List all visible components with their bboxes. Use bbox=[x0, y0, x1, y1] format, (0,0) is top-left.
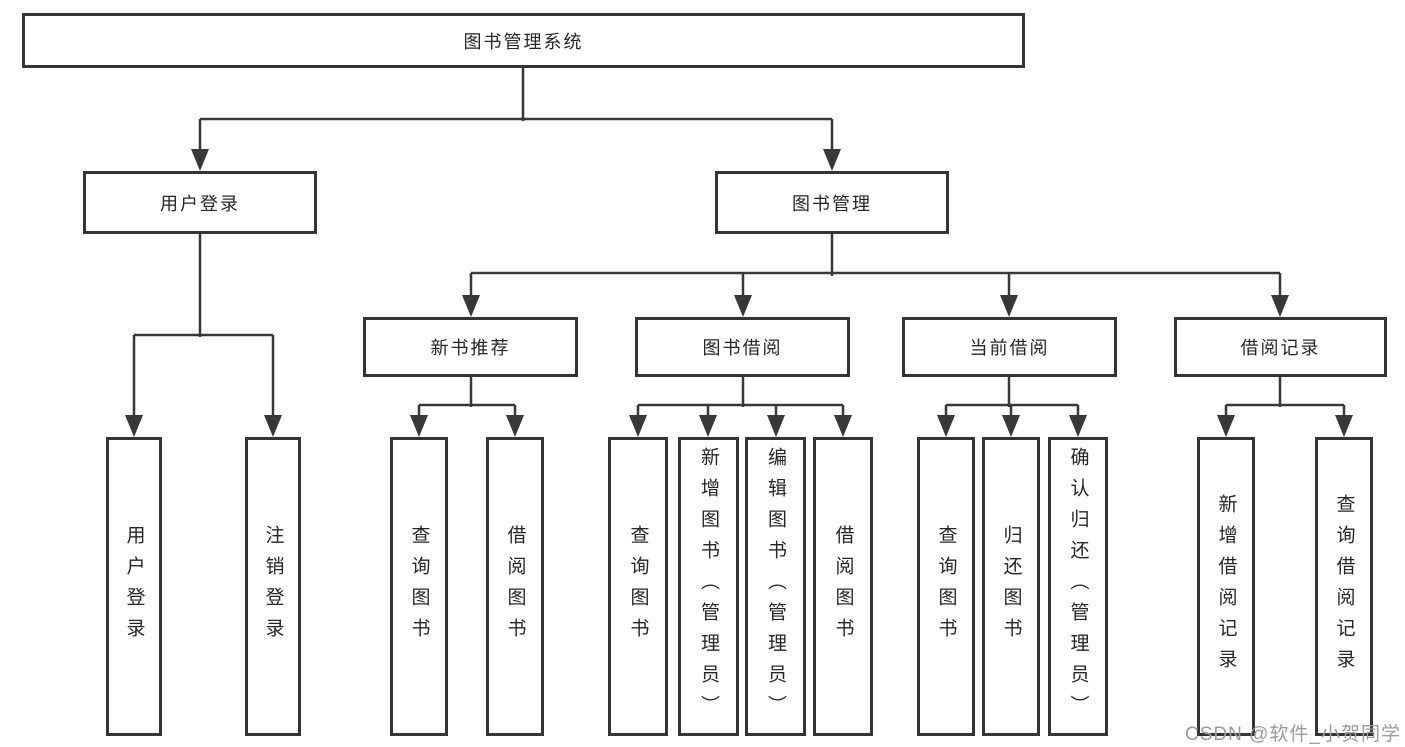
node-label: 编辑图书（管理员） bbox=[765, 447, 786, 726]
node-label: 借阅记录 bbox=[1240, 338, 1321, 358]
node-label: 借阅图书 bbox=[504, 524, 526, 649]
node-label: 图书借阅 bbox=[702, 338, 783, 358]
node-label: 查询图书 bbox=[627, 524, 649, 649]
node-label: 查询图书 bbox=[408, 524, 430, 649]
leaf-query-borrow-record: 查询借阅记录 bbox=[1315, 437, 1373, 736]
leaf-return-book: 归还图书 bbox=[982, 437, 1040, 736]
node-label: 新增借阅记录 bbox=[1215, 493, 1237, 680]
leaf-user-login: 用户登录 bbox=[106, 437, 162, 736]
node-borrow-records: 借阅记录 bbox=[1174, 317, 1387, 377]
node-book-management: 图书管理 bbox=[715, 171, 949, 234]
node-label: 用户登录 bbox=[123, 524, 145, 649]
node-current-borrow: 当前借阅 bbox=[902, 317, 1117, 377]
node-label: 当前借阅 bbox=[969, 338, 1050, 358]
node-label: 归还图书 bbox=[1000, 524, 1022, 649]
node-label: 查询借阅记录 bbox=[1333, 493, 1355, 680]
csdn-watermark: CSDN @软件_小贺同学 bbox=[1185, 724, 1401, 745]
leaf-recommend-query-book: 查询图书 bbox=[390, 437, 448, 736]
node-book-borrow: 图书借阅 bbox=[635, 317, 850, 377]
node-label: 查询图书 bbox=[935, 524, 957, 649]
node-label: 图书管理 bbox=[792, 193, 872, 214]
node-label: 新增图书（管理员） bbox=[698, 447, 719, 726]
leaf-add-book-admin: 新增图书（管理员） bbox=[678, 437, 739, 736]
node-label: 用户登录 bbox=[160, 193, 240, 214]
leaf-confirm-return-admin: 确认归还（管理员） bbox=[1048, 437, 1108, 736]
tree-lines bbox=[132, 68, 1346, 419]
node-user-login: 用户登录 bbox=[83, 171, 317, 234]
leaf-edit-book-admin: 编辑图书（管理员） bbox=[745, 437, 806, 736]
node-new-book-recommend: 新书推荐 bbox=[363, 317, 578, 377]
leaf-borrow-query-book: 查询图书 bbox=[608, 437, 668, 736]
node-library-management-system: 图书管理系统 bbox=[22, 13, 1025, 68]
leaf-add-borrow-record: 新增借阅记录 bbox=[1197, 437, 1255, 736]
node-label: 新书推荐 bbox=[430, 338, 511, 358]
node-label: 借阅图书 bbox=[832, 524, 854, 649]
node-label: 图书管理系统 bbox=[463, 31, 584, 52]
leaf-current-query-book: 查询图书 bbox=[917, 437, 975, 736]
leaf-borrow-borrow-book: 借阅图书 bbox=[813, 437, 873, 736]
leaf-logout: 注销登录 bbox=[245, 437, 301, 736]
leaf-recommend-borrow-book: 借阅图书 bbox=[486, 437, 544, 736]
node-label: 注销登录 bbox=[262, 524, 284, 649]
node-label: 确认归还（管理员） bbox=[1067, 447, 1089, 726]
